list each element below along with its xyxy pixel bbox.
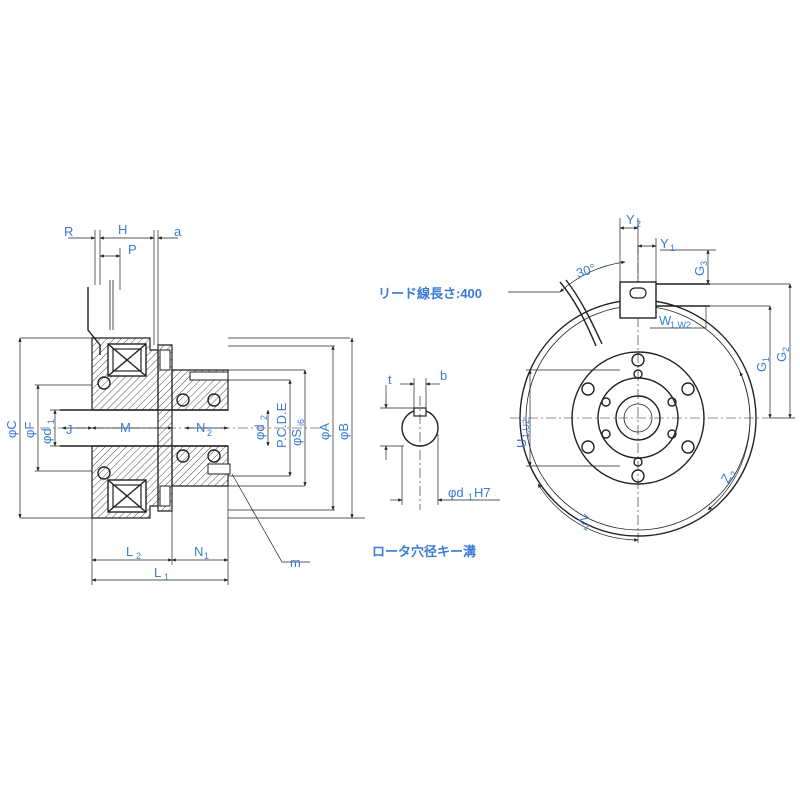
side-labels: R H a P φC φF φd 1 J M N 2 φd 2 P.C.D.E … (4, 222, 351, 582)
front-view (508, 218, 795, 545)
label-phiC: φC (4, 420, 19, 438)
label-Y1-sub: 1 (670, 243, 675, 253)
label-phiS: φS (289, 429, 304, 446)
label-Z2-sub: 2 (728, 469, 739, 478)
label-U-sub: 1,U2 (521, 419, 531, 438)
label-Z1-sub: 1 (582, 522, 592, 533)
bearing-ball (97, 376, 111, 390)
dim-Z1 (537, 483, 639, 542)
label-Y2: Y (626, 212, 635, 227)
label-pcd: P.C.D.E (274, 402, 289, 448)
label-N2: N (196, 420, 205, 435)
bolt-hole (681, 440, 695, 454)
label-phid1-sub: 1 (46, 419, 56, 424)
label-G1-group: G 1 (754, 357, 771, 372)
label-phid1: φd (39, 428, 54, 444)
label-Y1: Y (660, 236, 669, 251)
bolt-hole (631, 469, 645, 483)
slot-hole (629, 287, 647, 299)
label-G3: G (692, 266, 707, 276)
bearing-ball (97, 466, 111, 480)
label-phiF: φF (22, 422, 37, 438)
label-L1: L (154, 565, 161, 580)
label-L1-sub: 1 (164, 572, 169, 582)
label-N1-sub: 1 (204, 551, 209, 561)
lead-wire (559, 281, 597, 347)
label-phid2-group: φd 2 (252, 415, 269, 440)
label-P: P (128, 242, 137, 257)
rotor-caption: ロータ穴径キー溝 (372, 544, 476, 559)
label-phiS-sub: i6 (296, 419, 306, 426)
label-N1: N (194, 544, 203, 559)
label-lead: リード線長さ:400 (378, 286, 482, 301)
spring (159, 485, 171, 507)
label-Z1-group: Z 1 (576, 511, 592, 533)
label-phid2-sub: 2 (259, 415, 269, 420)
label-H: H (118, 222, 127, 237)
label-L2: L (126, 544, 133, 559)
label-R: R (64, 224, 73, 239)
label-W: W (659, 313, 672, 328)
label-J: J (66, 422, 73, 437)
bolt-hole (631, 353, 645, 367)
label-N2-sub: 2 (207, 428, 212, 438)
label-t: t (388, 372, 392, 387)
bolts (581, 353, 695, 483)
label-b: b (440, 368, 447, 383)
label-W-sub: 1,W2 (670, 320, 691, 330)
label-G1-sub: 1 (761, 357, 771, 362)
label-L2-sub: 2 (136, 551, 141, 561)
bolt-hole (581, 382, 595, 396)
leader-m (231, 473, 310, 563)
label-M: M (120, 420, 131, 435)
label-phiS-group: φS i6 (289, 419, 306, 446)
label-G3-sub: 3 (699, 261, 709, 266)
coil-upper-inner (112, 348, 142, 372)
label-a: a (174, 224, 182, 239)
key-top (189, 371, 229, 381)
coil-lower-inner (112, 484, 142, 508)
bearing-ball (207, 393, 221, 407)
label-phid2: φd (252, 424, 267, 440)
label-angle: 30° (574, 261, 597, 281)
dim-angle (559, 260, 626, 293)
side-section-view (18, 230, 365, 585)
label-phiB: φB (336, 423, 351, 440)
bearing-ball (176, 393, 190, 407)
label-G2-group: G 2 (774, 347, 791, 362)
label-U-group: U 1,U2 (514, 419, 531, 448)
label-G3-group: G 3 (692, 261, 709, 276)
label-phidH7: φd (448, 485, 464, 500)
label-phid1-group: φd 1 (39, 419, 56, 444)
label-phidH7-sub: 1 (468, 492, 473, 502)
spring (159, 349, 171, 371)
label-phidH7-tol: H7 (474, 485, 491, 500)
label-G2-sub: 2 (781, 347, 791, 352)
bearing-ball (207, 449, 221, 463)
bearing-ball (176, 449, 190, 463)
keyway-detail: t b φd 1 H7 ロータ穴径キー溝 (372, 368, 500, 559)
dim-Z2 (707, 371, 751, 511)
tap-hole (207, 463, 231, 475)
label-G1: G (754, 362, 769, 372)
label-m: m (290, 555, 301, 570)
label-Y2-sub: 2 (636, 219, 641, 229)
label-U: U (514, 439, 529, 448)
bolt-hole (681, 382, 695, 396)
bolt-hole (581, 440, 595, 454)
front-labels: リード線長さ:400 30° Y 2 Y 1 G 3 G 1 G 2 W 1,W… (378, 212, 791, 533)
label-G2: G (774, 352, 789, 362)
label-phiA: φA (317, 423, 332, 440)
